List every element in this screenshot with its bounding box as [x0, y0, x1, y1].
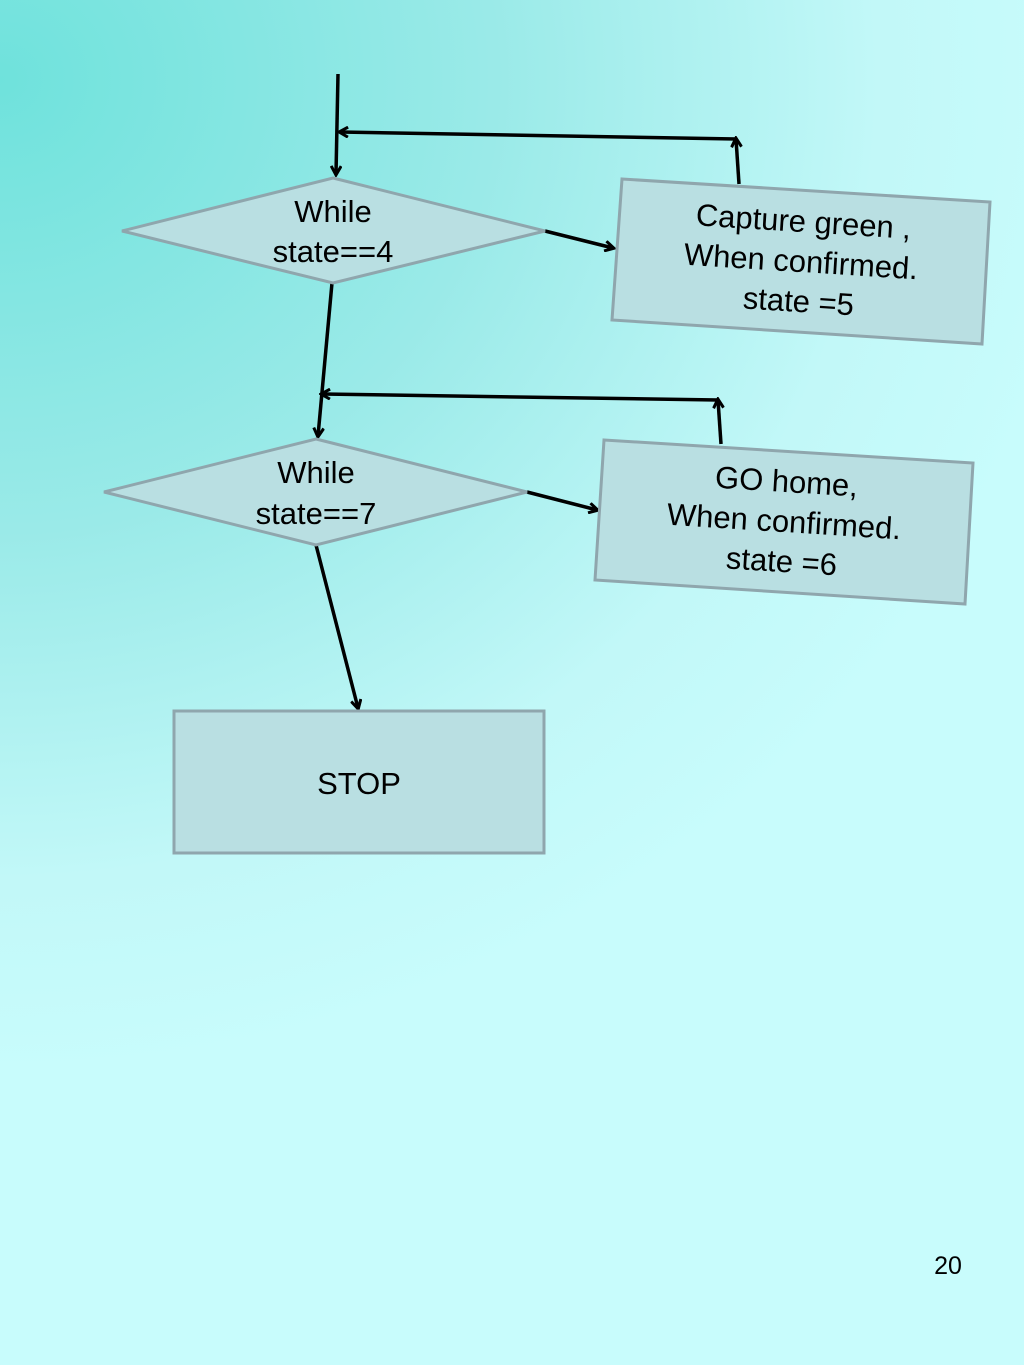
decision-label-line2: state==4	[273, 234, 394, 269]
loop-up-from-process2	[718, 400, 721, 445]
decision-diamond	[103, 437, 528, 547]
process-box	[593, 438, 975, 606]
process-go-home: GO home, When confirmed. state =6	[593, 438, 975, 606]
arrow-decision2-to-stop	[314, 544, 358, 708]
process-label-line3: state =6	[725, 540, 838, 582]
stop-box	[172, 709, 546, 855]
arrow-decision2-to-process2	[526, 490, 597, 510]
decision-state-4: While state==4	[121, 176, 546, 285]
decision-label-line1: While	[294, 194, 372, 229]
connectors	[314, 73, 739, 708]
stop-label: STOP	[317, 766, 401, 801]
decision-label-line2: state==7	[256, 496, 377, 531]
decision-label-line1: While	[277, 455, 355, 490]
process-box	[610, 177, 992, 346]
arrow-decision1-to-decision2	[318, 282, 334, 436]
page-number: 20	[934, 1252, 962, 1280]
decision-state-7: While state==7	[103, 437, 528, 547]
loop-back-to-decision2	[322, 394, 719, 402]
loop-back-to-decision1	[340, 132, 737, 141]
process-capture-green: Capture green , When confirmed. state =5	[610, 177, 992, 346]
arrow-decision1-to-process1	[544, 229, 613, 248]
process-label-line3: state =5	[742, 280, 855, 322]
terminal-stop: STOP	[172, 709, 546, 855]
loop-up-from-process1	[736, 139, 739, 185]
decision-diamond	[121, 176, 546, 285]
entry-arrow	[336, 73, 338, 174]
